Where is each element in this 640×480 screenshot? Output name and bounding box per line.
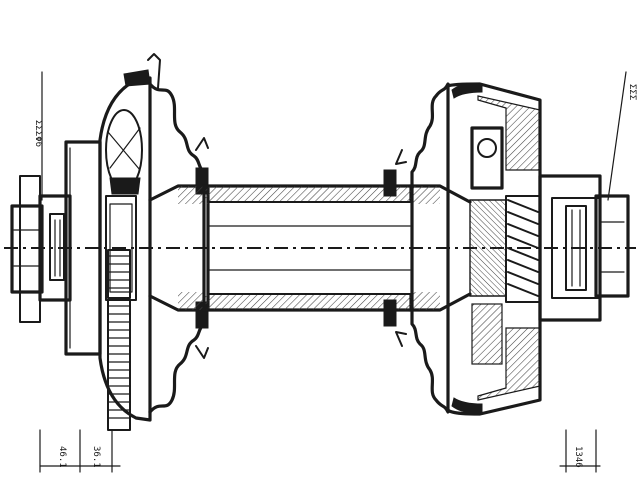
outer-cv-joint [98, 53, 161, 431]
bottom-left-dim-a: 46.1 [57, 446, 67, 468]
right-boot [383, 82, 450, 414]
left-spline-dim-label: ΣΣΣΦ6 [33, 120, 43, 147]
bottom-left-dim-b: 36.1 [91, 446, 101, 468]
right-dimension: ΣΣΣ [607, 71, 637, 201]
right-spline-stub [538, 174, 630, 322]
intermediate-shaft [148, 184, 472, 312]
abs-tone-ring [107, 249, 131, 431]
bottom-right-dimension: 1346 [559, 429, 601, 473]
left-dimension: ΣΣΣΦ6 [33, 71, 43, 201]
bottom-left-dimensions: 46.1 36.1 [39, 429, 121, 473]
bottom-right-dim: 1346 [573, 446, 583, 468]
right-spline-dim-label: ΣΣΣ [627, 84, 637, 100]
